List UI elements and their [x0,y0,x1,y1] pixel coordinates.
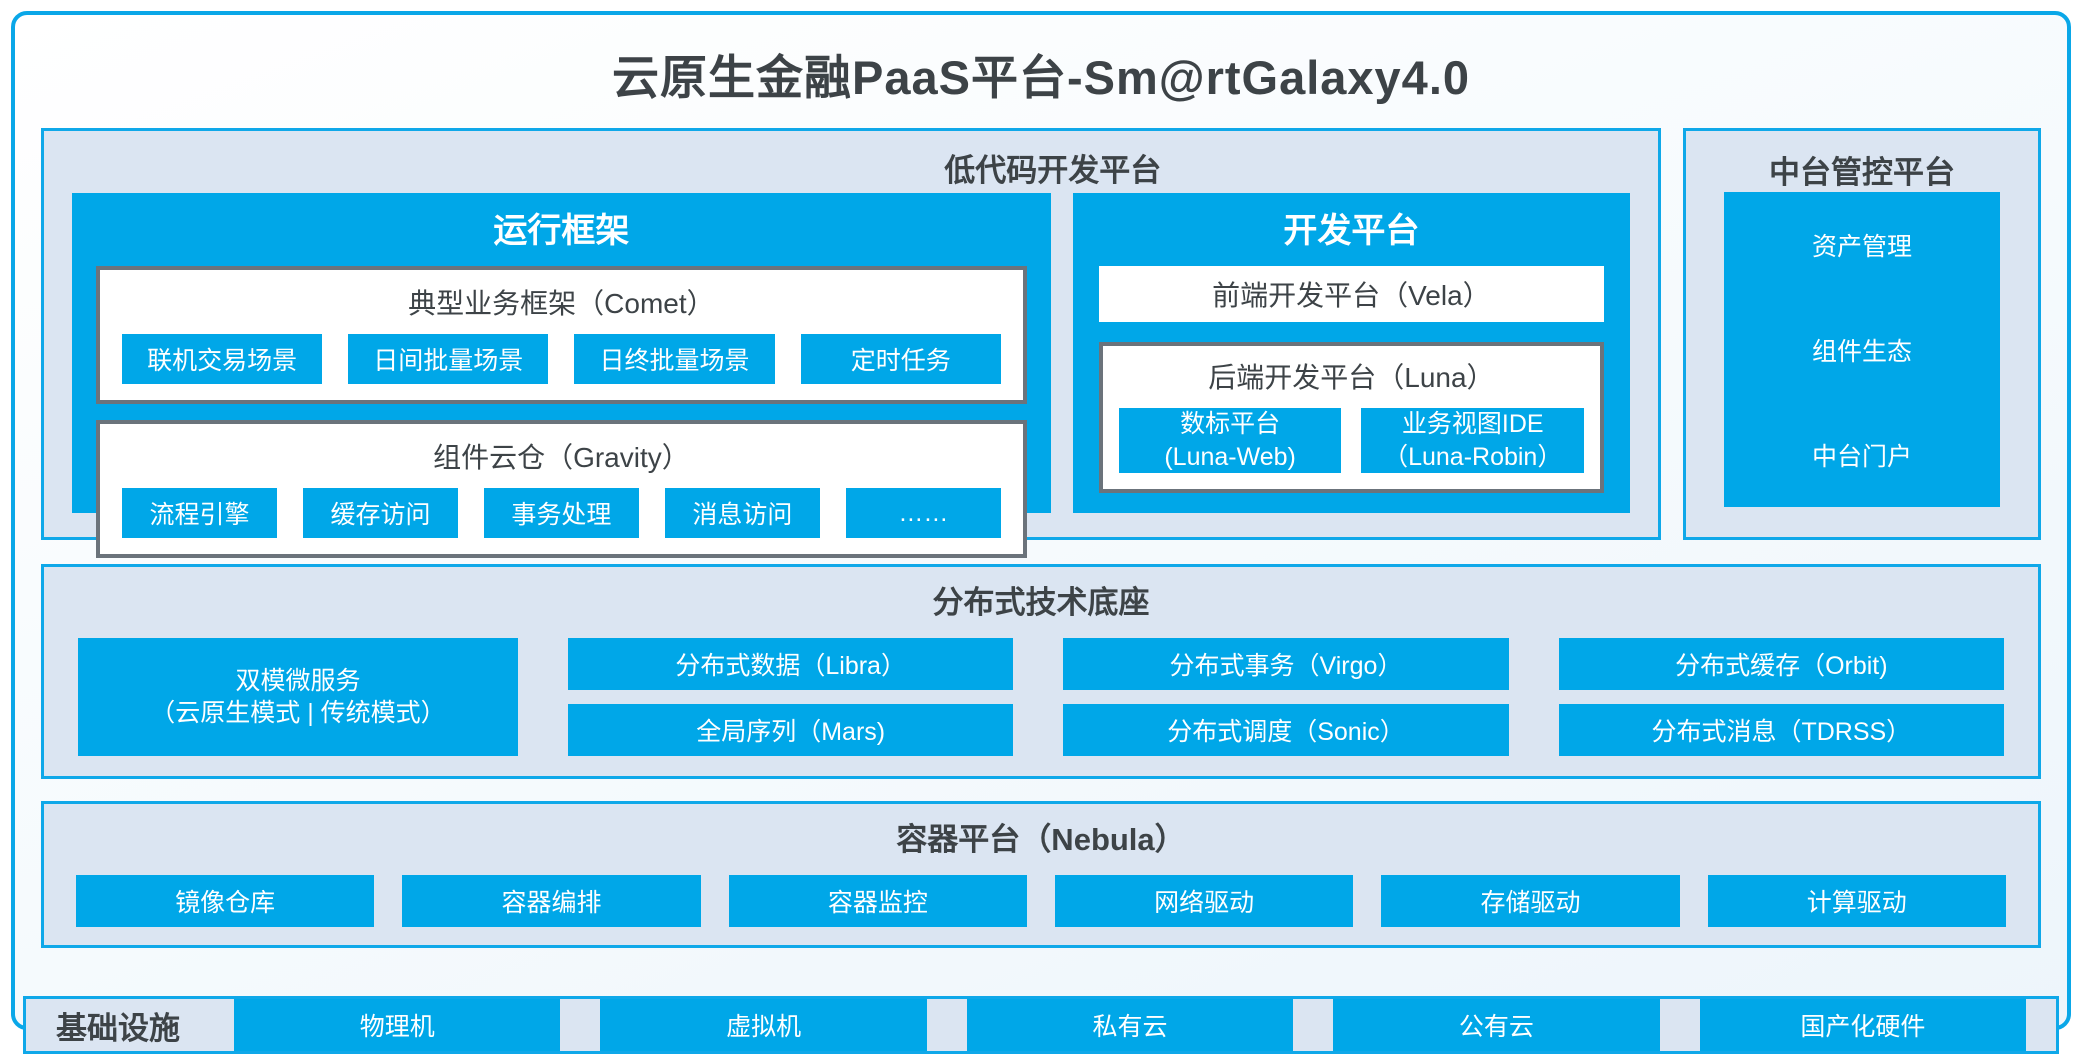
distributed-grid: 双模微服务 （云原生模式 | 传统模式） 分布式数据（Libra） 分布式事务（… [78,638,2004,756]
infrastructure-item: 物理机 [234,999,560,1051]
distributed-message-item: 分布式消息（TDRSS） [1559,704,2004,756]
midplatform-item: 中台门户 [1724,402,2000,507]
container-items-row: 镜像仓库 容器编排 容器监控 网络驱动 存储驱动 计算驱动 [76,875,2006,927]
infrastructure-item: 虚拟机 [600,999,926,1051]
infrastructure-item: 国产化硬件 [1700,999,2026,1051]
luna-robin-line2: （Luna-Robin） [1383,441,1562,474]
dual-mode-line1: 双模微服务 [235,665,360,698]
runtime-framework-header: 运行框架 [96,193,1027,266]
midplatform-item: 组件生态 [1724,297,2000,402]
dev-platform-header: 开发平台 [1099,193,1604,266]
luna-items-row: 数标平台 (Luna-Web) 业务视图IDE （Luna-Robin） [1119,408,1584,473]
vela-card: 前端开发平台（Vela） [1099,266,1604,322]
luna-card: 后端开发平台（Luna） 数标平台 (Luna-Web) 业务视图IDE （Lu… [1099,342,1604,493]
distributed-cache-item: 分布式缓存（Orbit) [1559,638,2004,690]
midplatform-header: 中台管控平台 [1724,147,2000,192]
lowcode-platform-panel: 低代码开发平台 运行框架 典型业务框架（Comet） 联机交易场景 日间批量场景… [41,128,1661,540]
distributed-data-item: 分布式数据（Libra） [568,638,1013,690]
infrastructure-panel: 基础设施 物理机 虚拟机 私有云 公有云 国产化硬件 [23,996,2059,1054]
dual-mode-microservice-item: 双模微服务 （云原生模式 | 传统模式） [78,638,518,756]
comet-item: 联机交易场景 [122,334,322,384]
gravity-item-ellipsis: …… [846,488,1001,538]
infrastructure-item: 私有云 [967,999,1293,1051]
infrastructure-items-row: 物理机 虚拟机 私有云 公有云 国产化硬件 [234,999,2026,1051]
diagram-frame: 云原生金融PaaS平台-Sm@rtGalaxy4.0 低代码开发平台 运行框架 … [11,11,2071,1030]
luna-web-line2: (Luna-Web) [1164,441,1296,474]
container-item: 镜像仓库 [76,875,374,927]
distributed-base-header: 分布式技术底座 [78,567,2004,638]
container-item: 网络驱动 [1055,875,1353,927]
luna-robin-line1: 业务视图IDE [1402,408,1544,441]
distributed-scheduler-item: 分布式调度（Sonic） [1063,704,1508,756]
infrastructure-item: 公有云 [1333,999,1659,1051]
comet-card-title: 典型业务框架（Comet） [122,276,1001,334]
container-item: 容器监控 [729,875,1027,927]
page-title: 云原生金融PaaS平台-Sm@rtGalaxy4.0 [15,25,2067,128]
comet-item: 日间批量场景 [348,334,548,384]
luna-robin-item: 业务视图IDE （Luna-Robin） [1361,408,1584,473]
container-platform-panel: 容器平台（Nebula） 镜像仓库 容器编排 容器监控 网络驱动 存储驱动 计算… [41,801,2041,948]
gravity-item: 事务处理 [484,488,639,538]
comet-item: 定时任务 [801,334,1001,384]
dual-mode-line2: （云原生模式 | 传统模式） [150,697,445,730]
luna-web-line1: 数标平台 [1180,408,1280,441]
midplatform-item: 资产管理 [1724,192,2000,297]
top-row: 低代码开发平台 运行框架 典型业务框架（Comet） 联机交易场景 日间批量场景… [41,128,2041,540]
gravity-item: 流程引擎 [122,488,277,538]
luna-card-title: 后端开发平台（Luna） [1119,350,1584,408]
global-sequence-item: 全局序列（Mars) [568,704,1013,756]
midplatform-items: 资产管理 组件生态 中台门户 [1724,192,2000,507]
container-item: 计算驱动 [1708,875,2006,927]
lowcode-platform-header: 低代码开发平台 [944,145,1161,190]
container-item: 存储驱动 [1381,875,1679,927]
gravity-items-row: 流程引擎 缓存访问 事务处理 消息访问 …… [122,488,1001,538]
midplatform-panel: 中台管控平台 资产管理 组件生态 中台门户 [1683,128,2041,540]
comet-items-row: 联机交易场景 日间批量场景 日终批量场景 定时任务 [122,334,1001,384]
runtime-framework-panel: 运行框架 典型业务框架（Comet） 联机交易场景 日间批量场景 日终批量场景 … [72,193,1051,513]
luna-web-item: 数标平台 (Luna-Web) [1119,408,1342,473]
container-platform-header: 容器平台（Nebula） [76,804,2006,875]
distributed-base-panel: 分布式技术底座 双模微服务 （云原生模式 | 传统模式） 分布式数据（Libra… [41,564,2041,779]
distributed-transaction-item: 分布式事务（Virgo） [1063,638,1508,690]
gravity-card: 组件云仓（Gravity） 流程引擎 缓存访问 事务处理 消息访问 …… [96,420,1027,558]
comet-item: 日终批量场景 [574,334,774,384]
comet-card: 典型业务框架（Comet） 联机交易场景 日间批量场景 日终批量场景 定时任务 [96,266,1027,404]
gravity-item: 消息访问 [665,488,820,538]
gravity-item: 缓存访问 [303,488,458,538]
dev-platform-panel: 开发平台 前端开发平台（Vela） 后端开发平台（Luna） 数标平台 (Lun… [1073,193,1630,513]
container-item: 容器编排 [402,875,700,927]
gravity-card-title: 组件云仓（Gravity） [122,430,1001,488]
